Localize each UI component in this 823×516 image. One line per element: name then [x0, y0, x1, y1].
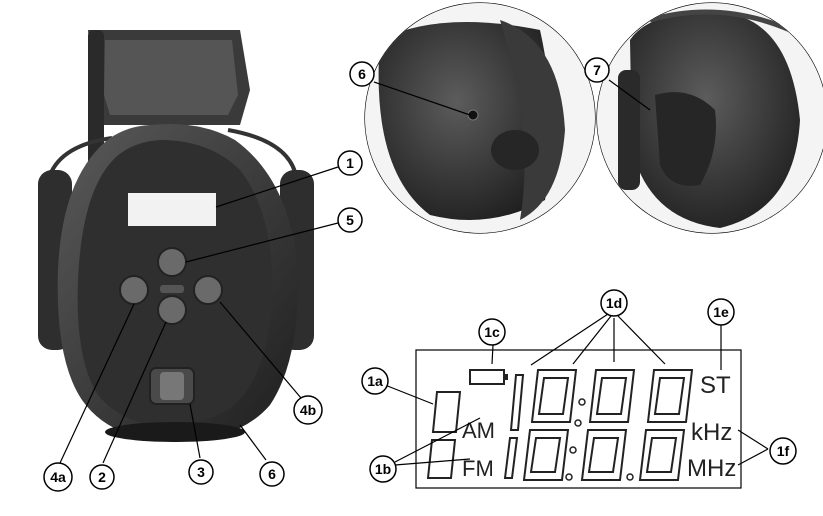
svg-text:4b: 4b — [300, 402, 316, 418]
lcd-label-fm: FM — [462, 456, 494, 481]
callout-5: 5 — [337, 207, 363, 233]
lcd-label-khz: kHz — [691, 419, 732, 446]
callout-4a: 4a — [43, 462, 73, 492]
svg-text:3: 3 — [197, 464, 205, 480]
svg-text:1b: 1b — [375, 461, 391, 477]
svg-text:4a: 4a — [50, 469, 66, 485]
svg-text:1c: 1c — [484, 324, 500, 340]
svg-text:1e: 1e — [713, 304, 729, 320]
earmuff-front-view — [38, 30, 314, 442]
leader-lines-main — [59, 166, 339, 464]
callout-1e: 1e — [707, 298, 735, 326]
callout-7: 7 — [584, 57, 610, 83]
callout-1a: 1a — [361, 367, 389, 395]
svg-text:1d: 1d — [606, 295, 622, 311]
lcd-diagram: AM FM ST kHz MHz — [415, 349, 742, 489]
svg-text:6: 6 — [268, 466, 276, 482]
lcd-colon — [565, 398, 634, 481]
lcd-label-am: AM — [462, 418, 495, 443]
battery-icon — [469, 369, 508, 385]
callout-1d: 1d — [600, 289, 628, 317]
callout-6-bottom: 6 — [259, 461, 285, 487]
svg-text:1a: 1a — [367, 373, 383, 389]
svg-text:5: 5 — [346, 212, 354, 228]
detail-view-side — [596, 2, 823, 234]
lcd-digit-3 — [638, 369, 694, 481]
display-window — [128, 193, 216, 226]
lcd-digit-small — [426, 391, 462, 479]
svg-text:1: 1 — [346, 155, 354, 171]
svg-text:7: 7 — [593, 62, 601, 78]
callout-3: 3 — [188, 459, 214, 485]
port-jack — [467, 109, 479, 121]
callout-2: 2 — [89, 464, 115, 490]
callout-4b: 4b — [293, 395, 323, 425]
callout-1b: 1b — [369, 455, 397, 483]
button-left[interactable] — [119, 275, 149, 305]
lcd-digit-one — [503, 374, 525, 479]
svg-text:2: 2 — [98, 469, 106, 485]
svg-text:6: 6 — [358, 66, 366, 82]
callouts: 1 5 4a 2 3 6 4b 6 7 1c 1d 1e 1a 1b 1f — [43, 57, 797, 492]
lcd-frame — [415, 349, 742, 489]
button-right[interactable] — [193, 275, 223, 305]
detail-view-port — [364, 2, 596, 234]
button-down[interactable] — [157, 295, 187, 325]
button-up[interactable] — [157, 247, 187, 277]
leader-lines-lcd — [384, 313, 769, 466]
lcd-digit-1 — [522, 369, 578, 481]
svg-text:1f: 1f — [777, 443, 790, 459]
callout-1c: 1c — [478, 318, 506, 346]
lcd-label-st: ST — [700, 372, 731, 399]
lcd-digit-2 — [580, 369, 636, 481]
callout-6-detail: 6 — [349, 61, 375, 87]
lcd-label-mhz: MHz — [687, 455, 736, 482]
callout-1f: 1f — [769, 437, 797, 465]
callout-1: 1 — [337, 150, 363, 176]
